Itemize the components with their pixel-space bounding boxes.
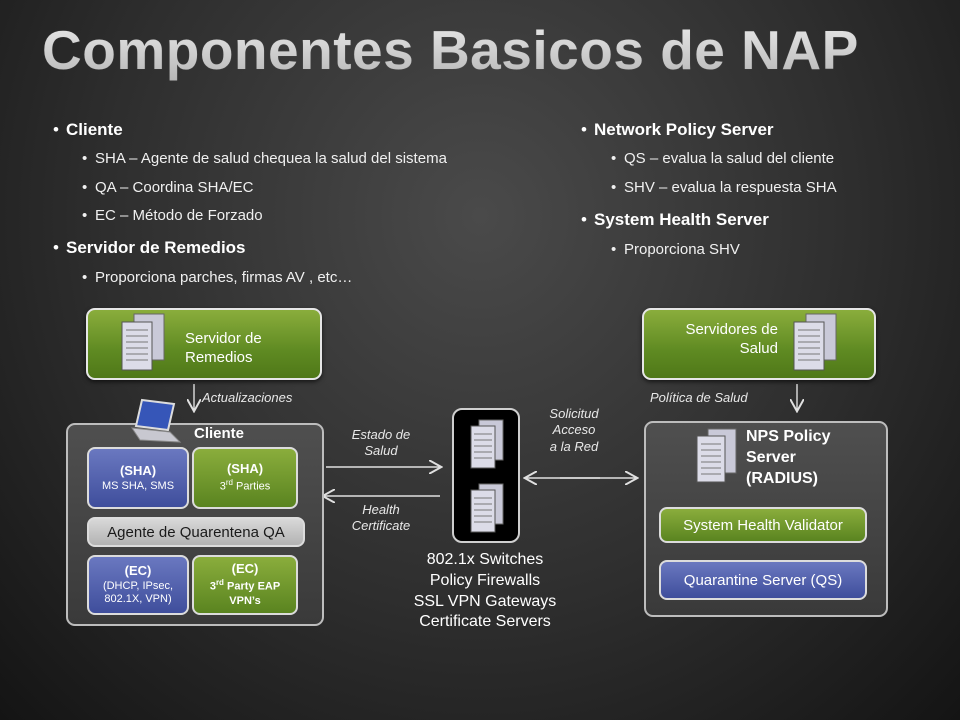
ec-3rd-party-pill: (EC) 3rd Party EAP VPN’s: [192, 555, 298, 615]
access-devices-list: 802.1x Switches Policy Firewalls SSL VPN…: [380, 550, 590, 633]
bullet-system-health-server: System Health Server: [581, 211, 769, 228]
nps-title: NPS Policy Server (RADIUS): [746, 428, 831, 487]
health-servers-label: Servidores de Salud: [685, 321, 778, 357]
access-device-box: [452, 408, 520, 543]
system-health-validator-pill: System Health Validator: [659, 507, 867, 543]
server-icon: [470, 419, 504, 469]
quarantine-server-pill: Quarantine Server (QS): [659, 560, 867, 600]
bullet-proporciona-shv: Proporciona SHV: [611, 242, 740, 257]
remediation-server-label: Servidor de Remedios: [185, 330, 262, 366]
bullet-qs: QS – evalua la salud del cliente: [611, 151, 834, 166]
server-icon: [793, 313, 837, 371]
ec-enforcement-pill: (EC) (DHCP, IPsec, 802.1X, VPN): [87, 555, 189, 615]
bullet-sha: SHA – Agente de salud chequea la salud d…: [82, 151, 447, 166]
server-icon: [470, 483, 504, 533]
health-servers-box: Servidores de Salud: [642, 308, 876, 380]
sha-3rd-party-pill: (SHA) 3rd Parties: [192, 447, 298, 509]
laptop-icon: [130, 398, 182, 443]
bullet-qa: QA – Coordina SHA/EC: [82, 180, 253, 195]
politica-label: Política de Salud: [650, 390, 748, 405]
access-device-item: Certificate Servers: [419, 613, 551, 631]
bullet-proporciona-parches: Proporciona parches, firmas AV , etc…: [82, 270, 352, 285]
remediation-server-box: Servidor de Remedios: [86, 308, 322, 380]
access-device-item: SSL VPN Gateways: [413, 592, 557, 610]
bullet-shv: SHV – evalua la respuesta SHA: [611, 180, 837, 195]
access-device-item: Policy Firewalls: [429, 571, 541, 589]
server-icon: [121, 313, 165, 371]
bullet-ec: EC – Método de Forzado: [82, 208, 263, 223]
client-box: Cliente (SHA) MS SHA, SMS (SHA) 3rd Part…: [66, 423, 324, 626]
actualizaciones-label: Actualizaciones: [202, 390, 293, 405]
page-title: Componentes Basicos de NAP: [42, 19, 859, 81]
server-icon: [696, 428, 737, 483]
bullet-nps: Network Policy Server: [581, 121, 773, 138]
client-title: Cliente: [194, 425, 245, 442]
access-device-item: 802.1x Switches: [426, 551, 544, 568]
quarantine-agent-pill: Agente de Quarentena QA: [87, 517, 305, 547]
sha-ms-pill: (SHA) MS SHA, SMS: [87, 447, 189, 509]
nps-box: NPS Policy Server (RADIUS) System Health…: [644, 421, 888, 617]
bullet-servidor-remedios: Servidor de Remedios: [53, 239, 245, 256]
bullet-cliente: Cliente: [53, 121, 123, 138]
